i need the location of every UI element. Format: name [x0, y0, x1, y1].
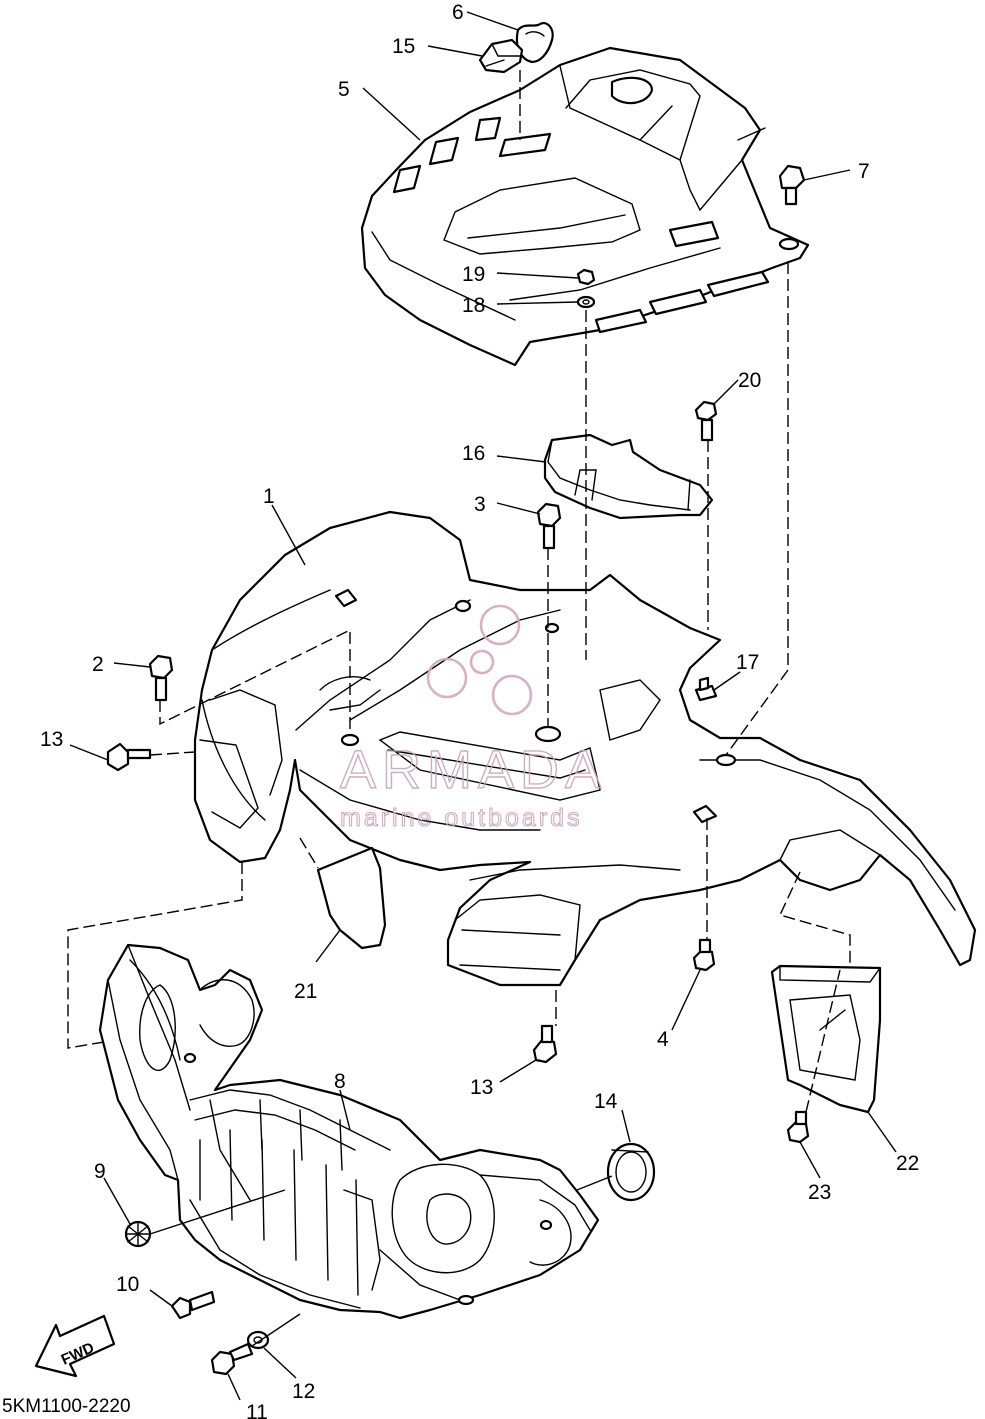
bracket-part-16: [543, 433, 714, 520]
washer-part-12: [246, 1330, 270, 1350]
callout-14: 14: [594, 1090, 618, 1113]
watermark-logo-icon: [426, 604, 533, 716]
callout-18: 18: [462, 294, 485, 317]
bolt-part-13-left: [106, 742, 152, 772]
callout-3: 3: [474, 493, 486, 516]
callout-5: 5: [338, 78, 350, 101]
lower-grille-part-8: [98, 943, 600, 1320]
bolt-part-17: [694, 676, 718, 702]
callout-9: 9: [94, 1160, 106, 1183]
callout-8: 8: [334, 1070, 346, 1093]
callout-20: 20: [738, 369, 761, 392]
bolt-part-7: [778, 164, 806, 206]
main-fender-part-1: [193, 510, 977, 987]
callout-10: 10: [116, 1273, 139, 1296]
bolt-part-11: [210, 1342, 254, 1376]
bolt-part-20: [694, 400, 718, 442]
callout-21: 21: [294, 980, 317, 1003]
grommet-part-14: [606, 1142, 656, 1202]
assembly-lines: [67, 70, 851, 1113]
callout-15: 15: [392, 35, 415, 58]
pad-part-21: [316, 846, 387, 950]
callout-4: 4: [657, 1028, 669, 1051]
callout-7: 7: [858, 160, 870, 183]
bolt-part-2: [148, 654, 174, 702]
callout-23: 23: [808, 1181, 831, 1204]
callout-13-left: 13: [40, 728, 63, 751]
callout-16: 16: [462, 442, 485, 465]
callout-12: 12: [292, 1380, 315, 1403]
bolt-part-4: [692, 938, 716, 972]
bolt-part-23: [786, 1110, 810, 1144]
screw-part-10: [170, 1290, 216, 1320]
callout-19: 19: [462, 263, 485, 286]
callout-17: 17: [736, 651, 759, 674]
callout-1: 1: [263, 485, 275, 508]
callout-11: 11: [246, 1401, 268, 1419]
nut-part-19: [576, 268, 596, 286]
guard-part-22: [770, 964, 882, 1114]
callout-22: 22: [896, 1152, 919, 1175]
callout-13-bottom: 13: [470, 1076, 493, 1099]
callout-2: 2: [92, 653, 104, 676]
clip-part-15: [478, 38, 524, 74]
watermark-brand: ARMADA: [340, 740, 607, 800]
leader-lines: [69, 11, 897, 1401]
callout-numbers: 1 2 3 4 5 6 7 8 9 10 11 12 13 13 14 15 1…: [40, 1, 919, 1419]
grommet-part-6: [515, 22, 554, 64]
callout-6: 6: [452, 1, 464, 24]
washer-part-18: [576, 295, 596, 309]
fwd-arrow-icon: FWD: [34, 1314, 116, 1378]
bolt-part-3: [536, 502, 562, 550]
watermark: ARMADA marine outboards: [339, 604, 607, 833]
watermark-tagline: marine outboards: [340, 804, 583, 832]
bolt-part-13-bottom: [532, 1024, 558, 1064]
top-cover-part-5: [360, 46, 810, 367]
rivet-part-9: [124, 1220, 152, 1248]
diagram-code: 5KM1100-2220: [2, 1396, 131, 1417]
